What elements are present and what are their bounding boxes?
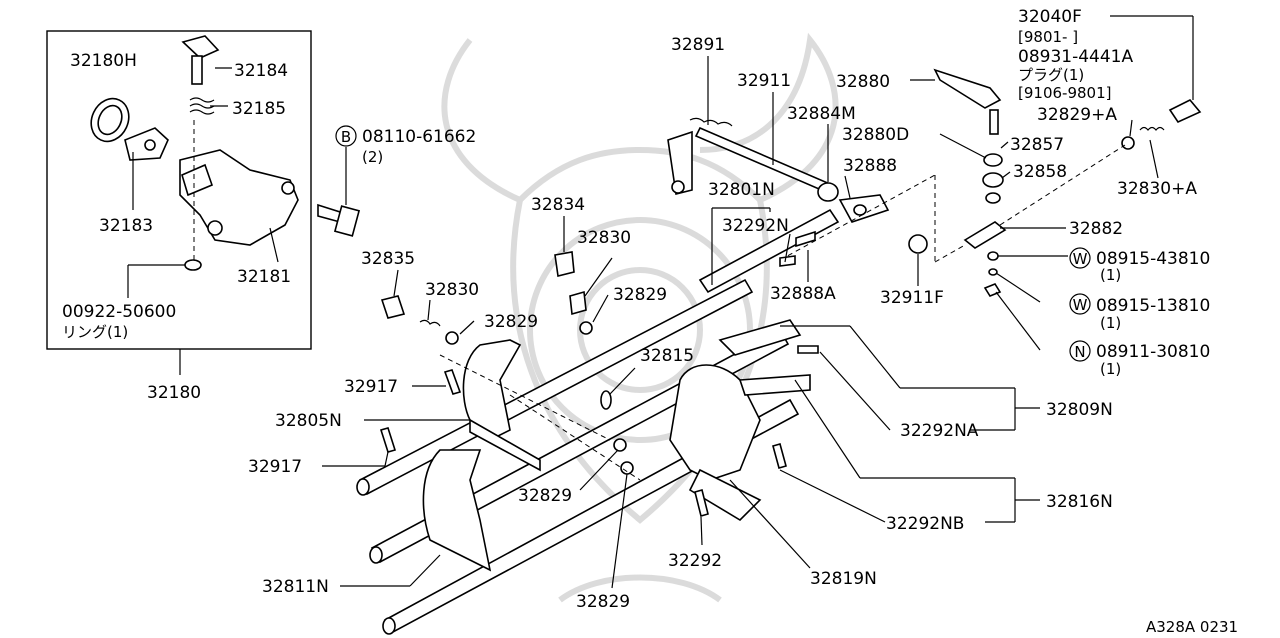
bolt-callout-icon	[335, 125, 357, 147]
part-label: 32819N	[810, 569, 877, 589]
part-label: 32829	[576, 592, 630, 612]
part-label: 32882	[1069, 219, 1123, 239]
part-label: 32911F	[880, 288, 944, 308]
part-label: 32829	[613, 285, 667, 305]
footer-code: A328A 0231	[1146, 618, 1238, 636]
part-label: 32816N	[1046, 492, 1113, 512]
washer-callout-icon	[1069, 293, 1091, 315]
callout-symbols: B W W N	[335, 125, 1091, 362]
part-label: 32815	[640, 346, 694, 366]
part-label: 08915-43810	[1096, 249, 1210, 269]
part-label: 32891	[671, 35, 725, 55]
inset-parts	[90, 35, 299, 271]
part-label: 32858	[1013, 162, 1067, 182]
nut-callout-letter: N	[1074, 343, 1085, 361]
nut-callout-icon	[1069, 340, 1091, 362]
part-label: [9106-9801]	[1018, 84, 1111, 102]
part-label: 32829	[484, 312, 538, 332]
part-label: 32835	[361, 249, 415, 269]
part-label: 32801N	[708, 180, 775, 200]
part-labels: 32180H 32184 32185 32183 32181 00922-506…	[62, 7, 1238, 636]
washer-callout-icon	[1069, 247, 1091, 269]
part-label: (2)	[362, 148, 383, 166]
samurai-helmet-icon	[441, 32, 839, 603]
part-label: プラグ(1)	[1018, 66, 1084, 84]
part-label: 32834	[531, 195, 585, 215]
part-label: 32880	[836, 72, 890, 92]
inset-box	[46, 30, 312, 350]
part-label: 08110-61662	[362, 127, 476, 147]
part-label: 32830	[577, 228, 631, 248]
part-label: 32180H	[70, 51, 137, 71]
part-label: 32181	[237, 267, 291, 287]
part-label: (1)	[1100, 360, 1121, 378]
part-label: 32857	[1010, 135, 1064, 155]
washer-callout-letter: W	[1073, 296, 1088, 314]
part-label: 32829+A	[1037, 105, 1117, 125]
shift-forks	[422, 319, 811, 572]
part-label: 32811N	[262, 577, 329, 597]
small-parts	[379, 230, 819, 517]
inset-leaders	[127, 67, 279, 298]
part-label: 32809N	[1046, 400, 1113, 420]
part-label: 32185	[232, 99, 286, 119]
part-label: 32917	[248, 457, 302, 477]
bolt-callout-letter: B	[341, 128, 351, 146]
inset-assembly-label: 32180	[147, 383, 201, 403]
part-label: 08931-4441A	[1018, 47, 1133, 67]
bolt-part	[317, 147, 361, 237]
part-label: 08911-30810	[1096, 342, 1210, 362]
leader-lines	[322, 15, 1194, 589]
part-label: 32830	[425, 280, 479, 300]
selector-linkage	[667, 68, 1202, 297]
part-label: 32292	[668, 551, 722, 571]
part-label: 32830+A	[1117, 179, 1197, 199]
part-label: 32292NA	[900, 421, 979, 441]
part-label: 32917	[344, 377, 398, 397]
washer-callout-letter: W	[1073, 250, 1088, 268]
part-label: 32829	[518, 486, 572, 506]
part-label: 32911	[737, 71, 791, 91]
part-label: 08915-13810	[1096, 296, 1210, 316]
part-label: 32805N	[275, 411, 342, 431]
part-label: (1)	[1100, 266, 1121, 284]
part-label: 32184	[234, 61, 288, 81]
part-label: 32888	[843, 156, 897, 176]
part-label: [9801- ]	[1018, 28, 1078, 46]
part-label: 32183	[99, 216, 153, 236]
part-label: 32292NB	[886, 514, 964, 534]
part-label: 32292N	[722, 216, 789, 236]
part-label: 32884M	[787, 104, 856, 124]
part-label: 32040F	[1018, 7, 1082, 27]
part-label: リング(1)	[62, 323, 128, 341]
part-label: 00922-50600	[62, 302, 176, 322]
part-label: (1)	[1100, 314, 1121, 332]
part-label: 32888A	[770, 284, 836, 304]
part-label: 32880D	[842, 125, 909, 145]
